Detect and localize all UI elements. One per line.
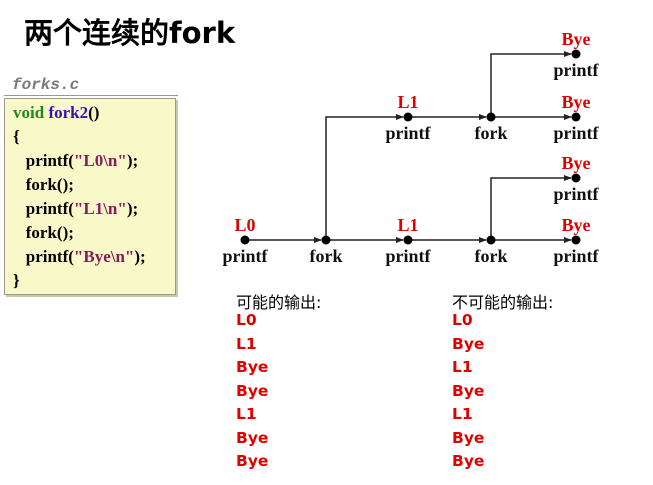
code-filename: forks.c [12, 76, 80, 94]
printf-label: printf [554, 184, 600, 204]
code-line: printf("Bye\n"); [13, 247, 146, 267]
output-line: Bye [236, 358, 269, 376]
printf-node [403, 235, 413, 245]
fork-label: fork [475, 246, 508, 266]
output-label: Bye [562, 29, 591, 49]
code-token: "L1\n" [73, 199, 127, 218]
code-line: fork(); [13, 175, 74, 195]
output-label: Bye [562, 153, 591, 173]
printf-node [403, 112, 413, 122]
output-label: L1 [397, 215, 418, 235]
code-token: printf( [13, 247, 74, 266]
code-token: ); [126, 151, 139, 170]
printf-node [571, 235, 581, 245]
code-token: () [88, 103, 100, 122]
output-label: L0 [234, 215, 255, 235]
code-token: fork(); [13, 223, 74, 242]
output-line: Bye [452, 334, 485, 353]
output-line: L1 [236, 405, 257, 423]
fork-label: fork [310, 246, 343, 266]
output-line: Bye [236, 381, 269, 400]
output-line: L0 [236, 311, 257, 329]
code-line: } [13, 271, 20, 291]
code-token: fork2 [48, 103, 89, 122]
output-line: L1 [236, 334, 257, 353]
printf-label: printf [554, 123, 600, 143]
code-line: void fork2() [13, 103, 99, 123]
output-label: L1 [397, 92, 418, 112]
output-line: Bye [452, 381, 485, 400]
slide-title: 两个连续的fork [24, 16, 236, 50]
printf-node [571, 173, 581, 183]
code-token: ); [134, 247, 146, 266]
fork-label: fork [475, 123, 508, 143]
output-line: L1 [452, 405, 473, 423]
printf-label: printf [386, 123, 432, 143]
code-line: fork(); [13, 223, 74, 243]
fork-node [486, 112, 496, 122]
code-line: printf("L1\n"); [13, 199, 138, 219]
output-line: Bye [236, 452, 269, 470]
code-token: "L0\n" [73, 151, 127, 170]
printf-label: printf [386, 246, 432, 266]
printf-node [571, 112, 581, 122]
code-token: "Bye\n" [73, 247, 135, 266]
code-line: { [13, 127, 20, 147]
edge-arrow [325, 114, 404, 240]
code-token: fork(); [13, 175, 74, 194]
impossible-output-heading: 不可能的输出: [452, 293, 554, 312]
output-line: Bye [236, 428, 269, 447]
output-line: Bye [452, 452, 485, 470]
output-line: Bye [452, 428, 485, 447]
output-label: Bye [562, 215, 591, 235]
filename-underline [4, 95, 178, 96]
code-line: printf("L0\n"); [13, 151, 138, 171]
code-token: printf( [13, 199, 74, 218]
fork-node [321, 235, 331, 245]
code-box: void fork2(){ printf("L0\n"); fork(); pr… [4, 98, 176, 295]
output-line: L0 [452, 311, 473, 329]
possible-output-heading: 可能的输出: [236, 293, 322, 312]
code-token: } [13, 271, 20, 290]
code-token: printf( [13, 151, 74, 170]
fork-node [486, 235, 496, 245]
code-token: void [13, 103, 49, 122]
printf-label: printf [223, 246, 269, 266]
output-line: L1 [452, 358, 473, 376]
printf-node [240, 235, 250, 245]
printf-label: printf [554, 60, 600, 80]
output-label: Bye [562, 92, 591, 112]
edge-arrow [490, 51, 572, 117]
printf-label: printf [554, 246, 600, 266]
printf-node [571, 49, 581, 59]
edge-arrow [490, 175, 572, 240]
code-token: { [13, 127, 20, 146]
code-token: ); [126, 199, 139, 218]
